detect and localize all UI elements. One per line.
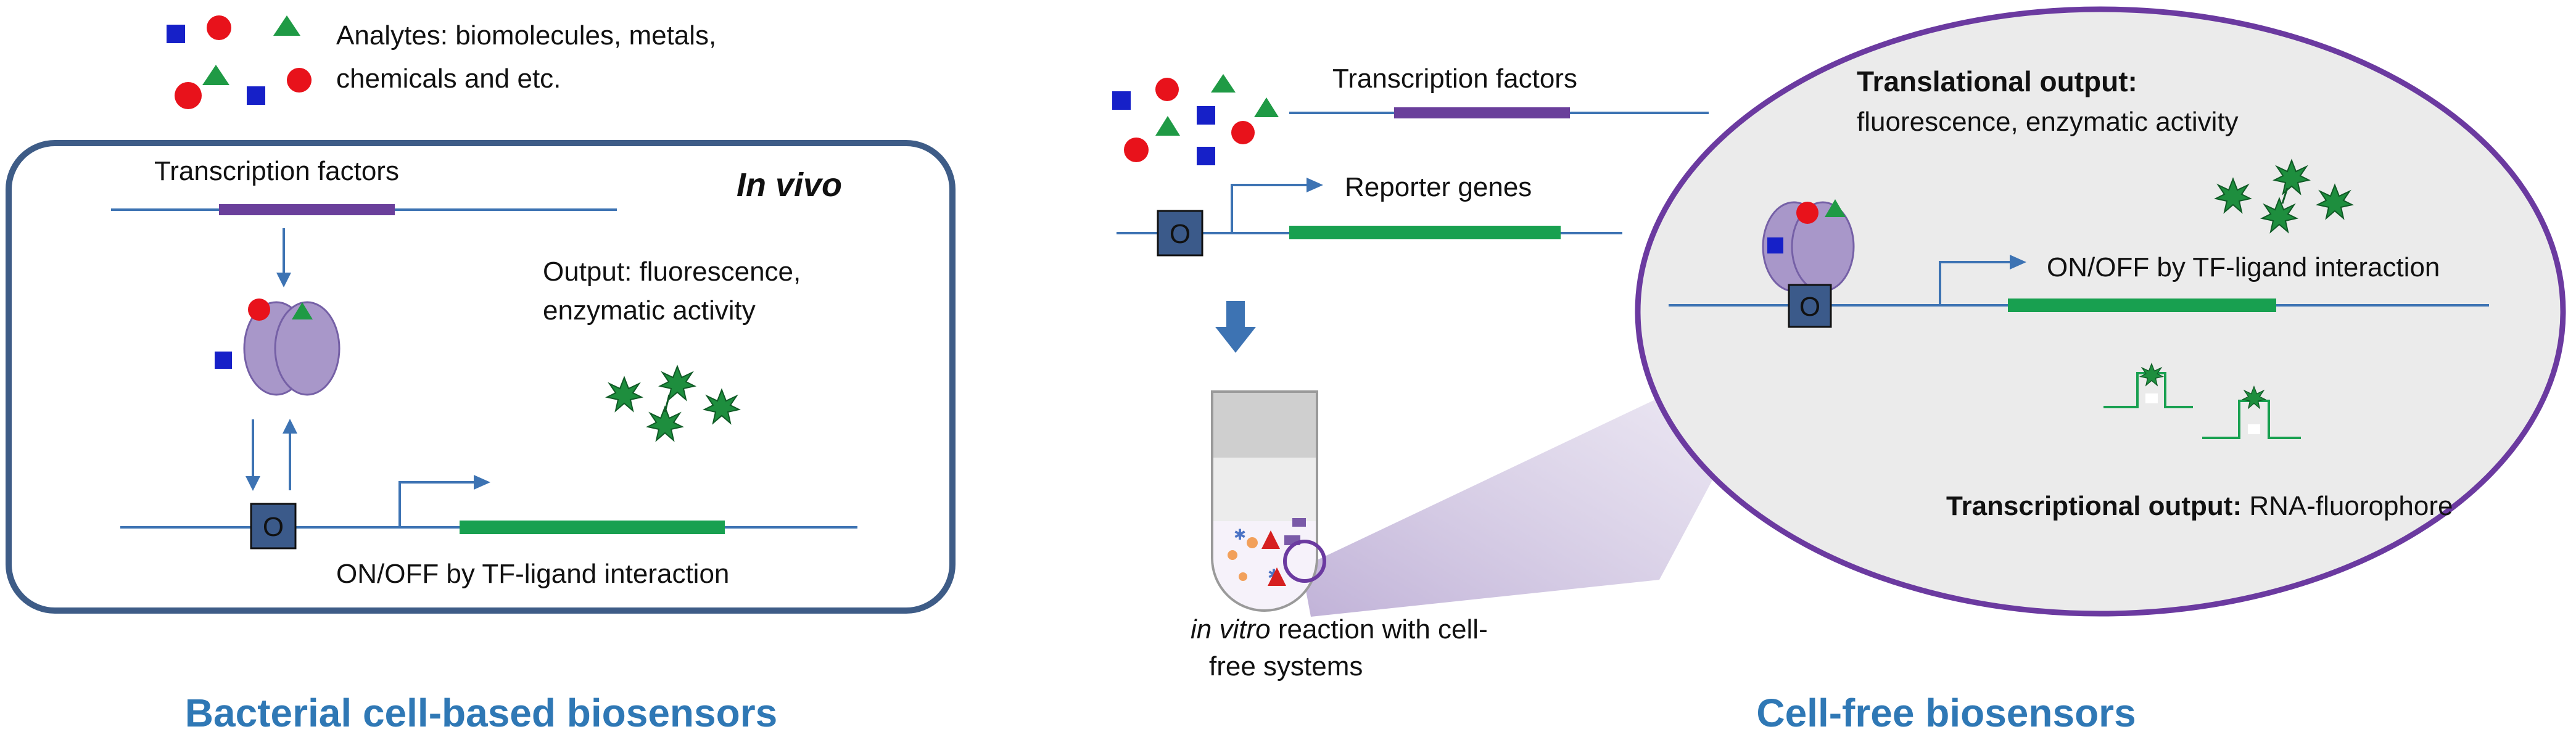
arrow-head	[474, 475, 490, 490]
product-star	[606, 377, 642, 411]
reporter-gene-zoom	[2008, 299, 2276, 312]
analyte-triangle	[1211, 74, 1236, 93]
ligand-triangle	[1261, 530, 1280, 549]
promoter-arrow-left	[398, 481, 475, 527]
operator-box-left	[250, 503, 297, 550]
analyte-triangle	[202, 65, 229, 85]
reaction-caption-line2: free systems	[1209, 651, 1363, 681]
product-star	[659, 366, 695, 400]
arrow-head	[276, 273, 291, 287]
product-star	[704, 389, 740, 424]
tf-protein-left	[215, 299, 341, 396]
operator-label-left: O	[263, 512, 284, 542]
analyte-circle	[1231, 121, 1255, 144]
ligand-triangle	[292, 302, 313, 319]
star-link	[2281, 187, 2289, 204]
analyte-square	[1197, 147, 1215, 165]
analyte-triangle	[1254, 97, 1279, 117]
fluorescent-products-right	[2215, 160, 2353, 233]
ligand-triangle	[1268, 567, 1286, 586]
translational-output-body: fluorescence, enzymatic activity	[1857, 107, 2239, 137]
ligand-triangle	[1825, 199, 1846, 217]
arrow-head	[246, 476, 260, 491]
ribosome-particle	[1228, 550, 1237, 560]
operator-box-right	[1157, 210, 1203, 257]
zoom-circle	[1283, 540, 1326, 583]
product-star	[647, 406, 683, 441]
analyte-triangle	[273, 15, 300, 36]
ligand-square	[1767, 237, 1783, 253]
ligand-circle	[248, 299, 270, 321]
arrow-head	[2010, 255, 2026, 270]
reporter-label: Reporter genes	[1345, 172, 1532, 202]
arrow-head	[283, 419, 297, 434]
ligand-square	[215, 352, 232, 369]
analyte-square	[1197, 106, 1215, 125]
tf-label-left: Transcription factors	[154, 156, 399, 186]
ribosome-particle	[1247, 537, 1258, 548]
analyte-circle	[207, 15, 231, 40]
on-off-label-right: ON/OFF by TF-ligand interaction	[2047, 252, 2440, 282]
analytes-text-line1: Analytes: biomolecules, metals,	[336, 20, 716, 51]
promoter-arrow-right	[1231, 184, 1308, 233]
ribosome-particle	[1239, 572, 1247, 581]
operator-label-zoom: O	[1799, 292, 1820, 322]
analyte-circle	[1155, 78, 1179, 101]
arrow-head	[1307, 178, 1323, 192]
right-panel-title: Cell-free biosensors	[1756, 691, 2136, 735]
reporter-gene-right	[1289, 226, 1561, 239]
process-arrow	[1215, 301, 1256, 353]
translational-output-title: Translational output:	[1857, 65, 2137, 97]
fluorescent-products-left	[606, 366, 740, 441]
rna-fluorophore-1	[2103, 363, 2193, 408]
left-panel-title: Bacterial cell-based biosensors	[185, 691, 777, 735]
operator-box-zoom	[1788, 284, 1832, 328]
tf-protein-right	[1762, 199, 1855, 292]
reaction-tube: ✱ ✱	[1211, 390, 1326, 612]
in-vivo-label: In vivo	[737, 167, 842, 204]
analytes-cluster-right	[1112, 74, 1279, 165]
enzyme-particle: ✱	[1234, 527, 1246, 543]
analyte-circle	[1124, 138, 1149, 162]
tf-gene-left	[219, 204, 395, 215]
transcriptional-output-label: Transcriptional output: RNA-fluorophore	[1946, 491, 2453, 521]
analytes-cluster-left	[167, 15, 312, 109]
analyte-circle	[287, 68, 312, 93]
operator-label-right: O	[1170, 219, 1191, 249]
promoter-arrow-zoom	[1939, 261, 2011, 305]
output-text-line1: Output: fluorescence,	[543, 257, 801, 287]
rna-fluorophore-2	[2202, 386, 2301, 439]
in-vivo-cell-frame	[6, 140, 956, 614]
star-link	[664, 394, 671, 413]
analyte-triangle	[1155, 116, 1180, 136]
tf-gene-right	[1394, 107, 1570, 118]
tf-label-right: Transcription factors	[1332, 64, 1577, 94]
tube-cap	[1213, 393, 1316, 458]
analyte-circle	[175, 82, 202, 109]
reaction-caption-line1: in vitro reaction with cell-	[1191, 614, 1488, 644]
ligand-circle	[1796, 202, 1818, 224]
analyte-square	[247, 86, 265, 105]
reporter-gene-left	[460, 521, 725, 534]
analyte-square	[1112, 91, 1131, 110]
analyte-square	[167, 25, 185, 43]
analytes-text-line2: chemicals and etc.	[336, 64, 561, 94]
on-off-label-left: ON/OFF by TF-ligand interaction	[336, 559, 729, 589]
protein-particle	[1292, 518, 1306, 527]
output-text-line2: enzymatic activity	[543, 295, 756, 326]
